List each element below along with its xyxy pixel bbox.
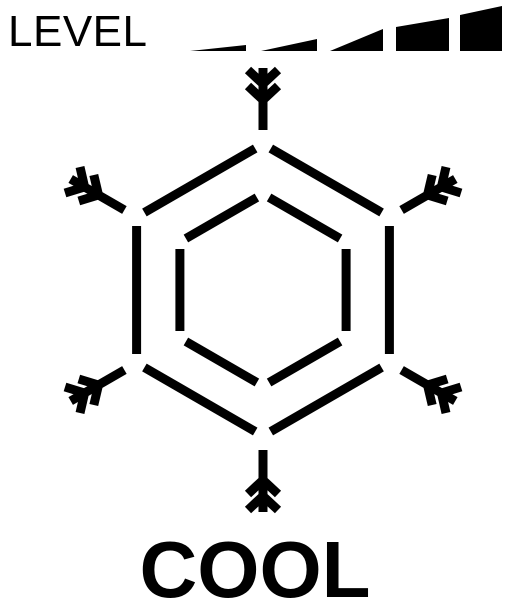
inner-hexagon-edge: [183, 193, 260, 243]
snowflake-arm-branch: [423, 173, 437, 197]
snowflake-arm-branch: [437, 391, 451, 415]
snowflake-arm-branch: [259, 82, 282, 104]
level-bar-1: [190, 45, 246, 51]
snowflake-arm-branch: [440, 182, 463, 198]
snowflake-arm-branch: [89, 383, 103, 407]
snowflake-arm-branch: [426, 374, 449, 390]
snowflake-arm-branch: [259, 476, 282, 498]
snowflake-arm-branch: [75, 391, 89, 415]
level-bar-5: [460, 6, 502, 51]
level-meter: [190, 6, 502, 51]
snowflake-arm-branch: [426, 190, 449, 206]
level-bar-3: [330, 29, 383, 51]
level-label: LEVEL: [8, 7, 148, 56]
level-bar-4: [396, 18, 449, 51]
snowflake-arm-branch: [244, 66, 267, 88]
snowflake-arm-branch: [77, 190, 100, 206]
snowflake-arm-branch: [244, 476, 267, 498]
mode-label: COOL: [139, 525, 371, 614]
snowflake-arm-branch: [423, 383, 437, 407]
outer-hexagon-edge: [142, 144, 258, 217]
level-bar-2: [261, 39, 317, 51]
inner-hexagon-edge: [183, 337, 260, 387]
snowflake-arm-branch: [63, 182, 86, 198]
snowflake-arm-branch: [244, 82, 267, 104]
inner-hexagon-edge: [266, 193, 343, 243]
snowflake-arm-branch: [75, 165, 89, 189]
inner-hexagon-edge: [266, 337, 343, 387]
outer-hexagon-edge: [268, 363, 384, 436]
snowflake-arm-branch: [77, 374, 100, 390]
snowflake-arm-branch: [89, 173, 103, 197]
outer-hexagon-edge: [142, 363, 258, 436]
snowflake-arm-branch: [259, 66, 282, 88]
snowflake-arm-branch: [244, 492, 267, 514]
outer-hexagon-edge: [268, 144, 384, 217]
snowflake-arm-branch: [259, 492, 282, 514]
snowflake-arm-branch: [440, 382, 463, 398]
snowflake-arm-branch: [437, 165, 451, 189]
snowflake-arm-branch: [63, 382, 86, 398]
level-indicator: LEVEL: [0, 0, 510, 70]
